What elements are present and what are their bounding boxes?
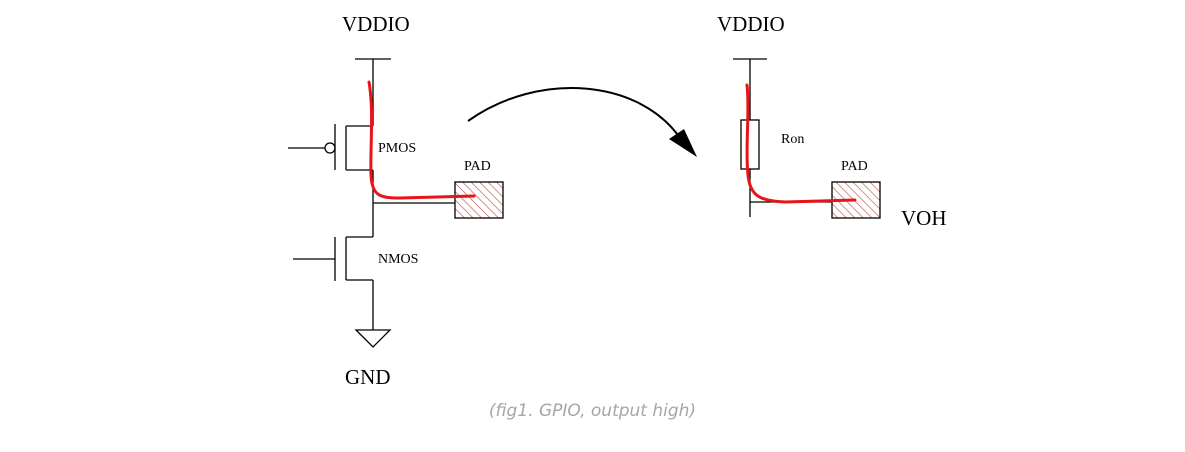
ground-symbol — [354, 329, 392, 348]
right-supply-label: VDDIO — [717, 12, 785, 36]
right-circuit — [733, 58, 832, 217]
nmos-transistor — [293, 236, 373, 281]
left-current-path — [367, 80, 476, 200]
right-current-path — [745, 83, 857, 204]
left-pad — [454, 181, 504, 219]
left-pad-label: PAD — [464, 159, 491, 174]
pmos-transistor — [288, 124, 374, 237]
voh-label: VOH — [901, 206, 947, 230]
pmos-label: PMOS — [378, 141, 416, 156]
arrow-head-icon — [669, 129, 697, 157]
left-supply-label: VDDIO — [342, 12, 410, 36]
pmos-gate-bubble — [324, 142, 336, 154]
ron-label: Ron — [781, 132, 804, 147]
ron-resistor — [740, 119, 760, 170]
right-pad-label: PAD — [841, 159, 868, 174]
nmos-label: NMOS — [378, 252, 418, 267]
transform-arrow — [467, 87, 697, 157]
ground-label: GND — [345, 365, 391, 389]
figure-caption: (fig1. GPIO, output high) — [488, 401, 697, 421]
